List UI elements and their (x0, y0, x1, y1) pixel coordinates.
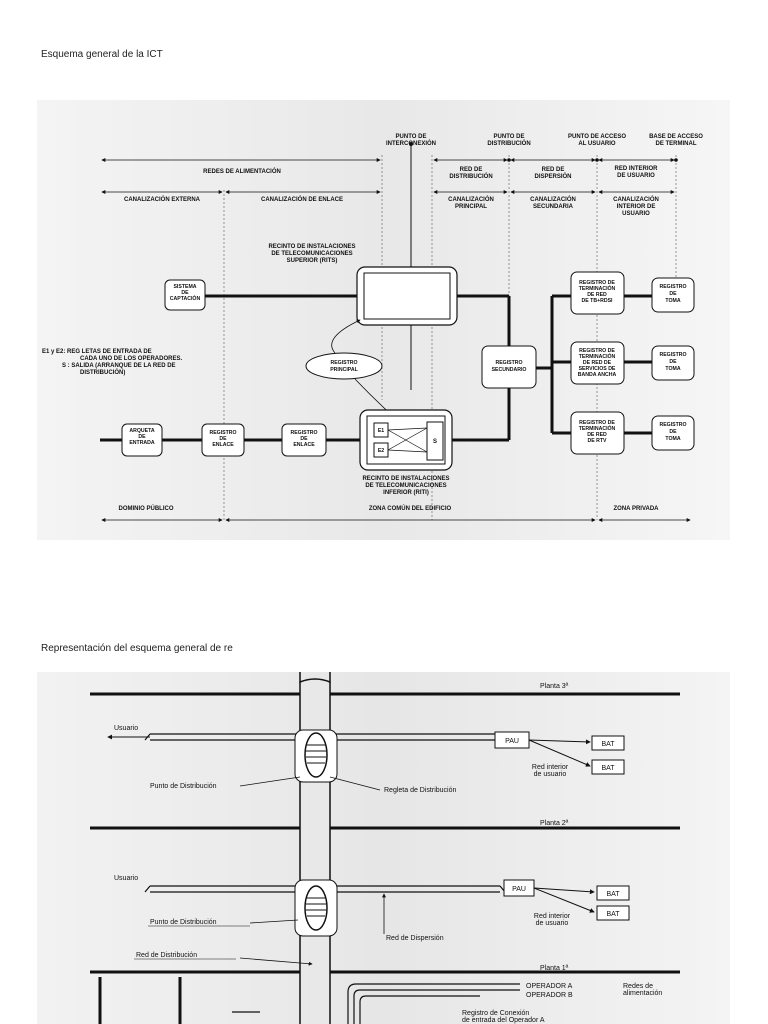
red-dispersion-label: Red de Dispersión (386, 935, 444, 942)
building-diagram: Planta 3ª Planta 2ª Planta 1ª Usuario Pu… (37, 672, 730, 1024)
terminacion-banda-ancha-box (570, 341, 625, 385)
punto-distribucion-label-2: Punto de Distribución (150, 919, 217, 926)
registro-enlace-box-2 (281, 423, 327, 457)
zona-privada-label: ZONA PRIVADA (614, 506, 660, 512)
svg-text:S: S (433, 439, 437, 445)
regleta-distribucion-label: Regleta de Distribución (384, 787, 456, 794)
operator-ducts (232, 983, 520, 1024)
operador-b-label: OPERADOR B (526, 992, 573, 999)
bat-box-3b (591, 759, 625, 775)
punto-distribucion-label-3: Punto de Distribución (150, 783, 217, 790)
main-cables (100, 294, 652, 442)
redes-alimentacion-label: REDES DE ALIMENTACIÓN (203, 167, 281, 175)
svg-text:PAU: PAU (505, 738, 519, 745)
terminacion-rtv-box (570, 411, 625, 455)
entrance-walls (98, 977, 182, 1024)
planta-1-label: Planta 1ª (540, 965, 569, 972)
operador-a-label: OPERADOR A (526, 983, 573, 990)
nota-regletas: E1 y E2: REG LETAS DE ENTRADA DE CADA UN… (42, 349, 184, 376)
registro-toma-box-2 (651, 345, 695, 381)
svg-text:E2: E2 (378, 448, 384, 454)
svg-text:PAU: PAU (512, 886, 526, 893)
registro-toma-box-1 (651, 277, 695, 313)
svg-text:BAT: BAT (606, 911, 620, 918)
duct-floor-2 (144, 885, 506, 893)
usuario-label-2: Usuario (114, 875, 138, 882)
registro-toma-box-3 (651, 415, 695, 451)
svg-text:E1: E1 (378, 428, 384, 434)
dominio-publico-label: DOMINIO PÚBLICO (119, 505, 174, 512)
rep-caption: Representación del esquema general de re (41, 643, 233, 654)
svg-text:BAT: BAT (601, 765, 615, 772)
zona-comun-label: ZONA COMÚN DEL EDIFICIO (369, 505, 452, 512)
arqueta-entrada-box (121, 423, 163, 457)
ict-caption: Esquema general de la ICT (41, 49, 163, 60)
terminacion-tb-box (570, 271, 625, 315)
canalizacion-enlace-label: CANALIZACIÓN DE ENLACE (261, 195, 343, 203)
bat-box-2a (596, 885, 630, 901)
planta-2-label: Planta 2ª (540, 820, 569, 827)
floor-slabs (90, 692, 680, 974)
bat-box-2b (596, 905, 630, 921)
canalizacion-externa-label: CANALIZACIÓN EXTERNA (124, 195, 201, 203)
svg-text:BAT: BAT (601, 741, 615, 748)
regleta-s (426, 421, 444, 461)
bat-box-3a (591, 735, 625, 751)
usuario-label-3: Usuario (114, 725, 138, 732)
registro-enlace-box-1 (201, 423, 245, 457)
svg-text:BAT: BAT (606, 891, 620, 898)
registro-principal (305, 352, 383, 380)
red-distribucion-label: Red de Distribución (136, 952, 197, 959)
registro-secundario-box (481, 345, 537, 389)
planta-3-label: Planta 3ª (540, 683, 569, 690)
